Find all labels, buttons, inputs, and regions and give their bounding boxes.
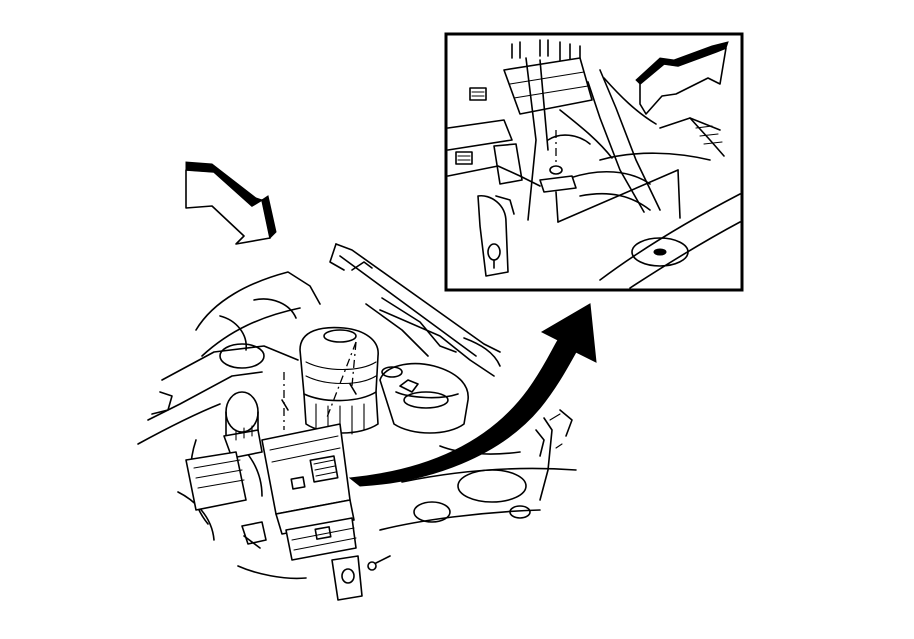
inset-view-direction-arrow-icon [635, 41, 729, 115]
engine-compartment-overview [137, 243, 577, 601]
view-direction-arrow-icon [185, 161, 277, 245]
inset-detail [444, 32, 744, 292]
inset-callout-arrow-icon [348, 303, 597, 487]
